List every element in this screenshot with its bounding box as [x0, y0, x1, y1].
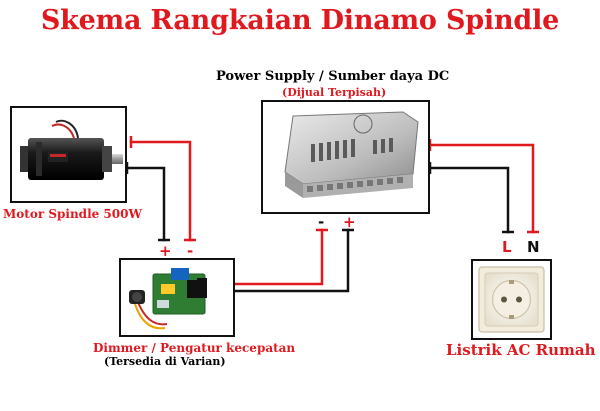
dimmer-image	[129, 268, 207, 330]
dimmer-label: Dimmer / Pengatur kecepatan	[93, 341, 296, 355]
diagram-title: Skema Rangkaian Dinamo Spindle	[40, 5, 560, 36]
motor-plus-sign: +	[159, 242, 172, 260]
motor-red-wire	[129, 140, 192, 242]
ac-socket-image	[478, 266, 545, 333]
power-supply-image	[284, 111, 419, 198]
dimmer-box	[119, 258, 235, 337]
ac-l-label: L	[502, 238, 512, 256]
ac-socket-box	[471, 259, 552, 340]
dimmer-black-wire	[233, 228, 350, 293]
motor-spindle-image	[20, 119, 123, 180]
ps-minus-sign: -	[318, 213, 325, 231]
dimmer-red-wire	[233, 228, 324, 286]
power-supply-box	[261, 100, 430, 214]
ac-label: Listrik AC Rumah	[446, 341, 596, 359]
ac-n-label: N	[527, 238, 540, 256]
power-supply-sublabel: (Dijual Terpisah)	[282, 86, 387, 99]
motor-black-wire	[125, 166, 166, 242]
motor-box	[10, 106, 127, 203]
motor-minus-sign: -	[187, 242, 194, 260]
ac-black-wire	[428, 166, 510, 234]
motor-label: Motor Spindle 500W	[3, 207, 142, 221]
ac-red-wire	[428, 143, 535, 234]
dimmer-sublabel: (Tersedia di Varian)	[104, 355, 226, 368]
power-supply-label: Power Supply / Sumber daya DC	[216, 69, 450, 84]
ps-plus-sign: +	[343, 213, 356, 231]
